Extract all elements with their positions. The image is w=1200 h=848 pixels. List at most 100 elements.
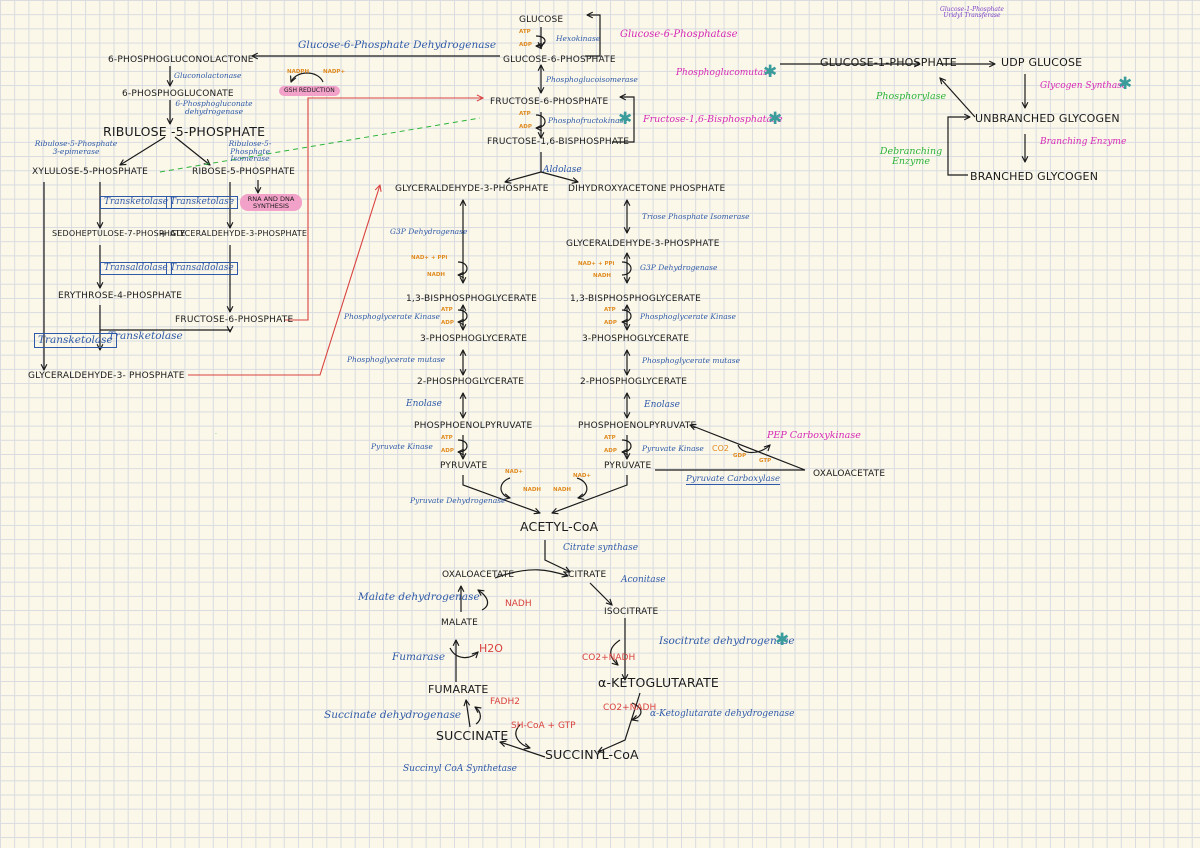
f6p-ppp-node: FRUCTOSE-6-PHOSPHATE [175,315,294,325]
pgk-right-label: Phosphoglycerate Kinase [640,312,736,321]
atp-label: ATP [519,29,531,35]
g6pdh-label: Glucose-6-Phosphate Dehydrogenase [298,39,497,51]
isocitrate-node: ISOCITRATE [604,607,659,617]
nadh-pdh-right-label: NADH [553,487,572,493]
atp5-label: ATP [441,435,453,441]
pgi-label: Phosphoglucoisomerase [546,75,638,84]
oaa-tca-node: OXALOACETATE [442,570,515,580]
pfk-star-icon: ✱ [618,109,633,129]
branching-enzyme-label: Branching Enzyme [1040,137,1127,147]
isomerase-label: Ribulose-5-Phosphate Isomerase [228,139,272,163]
adp2-label: ADP [519,124,532,130]
glucose-node: GLUCOSE [519,15,564,25]
gap-ppp-end-node: GLYCERALDEHYDE-3- PHOSPHATE [28,371,185,381]
debranching-label: Debranching Enzyme [879,146,943,167]
gap-right-node: GLYCERALDEHYDE-3-PHOSPHATE [566,239,720,249]
nadh-mdh-label: NADH [505,599,532,609]
pg3-right-node: 3-PHOSPHOGLYCERATE [582,334,690,344]
g6p-node: GLUCOSE-6-PHOSPHATE [503,55,616,65]
pgl-node: 6-PHOSPHOGLUCONOLACTONE [108,55,254,65]
succinyl-coa-node: SUCCINYL-CoA [545,747,639,762]
aconitase-label: Aconitase [621,575,666,585]
adp3-label: ADP [441,320,454,326]
pgm-star-icon: ✱ [763,62,778,82]
e4p-node: ERYTHROSE-4-PHOSPHATE [58,291,183,301]
sdh-label: Succinate dehydrogenase [324,709,462,721]
pgdh-label: 6-Phosphogluconate dehydrogenase [175,99,253,116]
gap-node: GLYCERALDEHYDE-3-PHOSPHATE [395,184,549,194]
akg-node: α-KETOGLUTARATE [598,675,720,690]
atp4-label: ATP [604,307,616,313]
g3pdh-right-label: G3P Dehydrogenase [640,263,718,272]
epimerase-label: Ribulose-5-Phosphate 3-epimerase [34,139,118,156]
scs-label: Succinyl CoA Synthetase [403,764,517,774]
adp-label: ADP [519,42,532,48]
nadph-label: NADPH [287,69,310,75]
r5p-node: RIBOSE-5-PHOSPHATE [192,167,296,177]
arrow-scs [500,742,546,758]
pepck-label: PEP Carboxykinase [767,430,861,441]
pgk-left-label: Phosphoglycerate Kinase [344,312,440,321]
plus-sign: + [159,229,168,240]
citrate-synthase-label: Citrate synthase [563,543,639,553]
acetyl-coa-node: ACETYL-CoA [520,519,599,534]
arrow-pdh-left [462,475,540,513]
atp2-label: ATP [519,111,531,117]
g1p-node: GLUCOSE-1-PHOSPHATE [820,56,957,69]
arrow-g6pase [585,15,601,57]
arrow-sdh [466,700,471,728]
ru5p-node: RIBULOSE -5-PHOSPHATE [103,124,266,139]
gtp-label: GTP [759,458,772,464]
arrow-ppp-gap [188,185,380,376]
fbpase-label: Fructose-1,6-Bisphosphatase [643,114,783,125]
transketolase-3-label: Transketolase [34,333,117,348]
enolase-right-label: Enolase [644,400,680,410]
succinate-node: SUCCINATE [436,728,509,743]
stray-mark: · [215,431,217,438]
gsyn-star-icon: ✱ [1118,74,1133,94]
nad-ppi-left-label: NAD+ + PPi [411,255,448,261]
hexokinase-label: Hexokinase [556,34,601,43]
bpg-right-node: 1,3-BISPHOSPHOGLYCERATE [570,294,701,304]
adp5-label: ADP [441,448,454,454]
ut-label: Glucose-1-Phosphate Uridyl Transferase [940,6,1004,19]
transketolase-4-label: Transketolase [108,330,183,342]
idh-label: Isocitrate dehydrogenase [659,635,795,647]
co2-nadh-1-label: CO2+NADH [582,653,636,663]
arrow-akgdh [598,692,641,752]
pep-right-node: PHOSPHOENOLPYRUVATE [578,421,697,431]
nadp-label: NADP+ [323,69,346,75]
transketolase-1-label: Transketolase [100,196,173,209]
idh-star-icon: ✱ [775,630,790,650]
pgm-label: Phosphoglucomutase [676,68,774,78]
gap-ppp-node: GLYCERALDEHYDE-3-PHOSPHATE [170,229,308,238]
co2-label: CO2 [712,444,729,453]
arrow-aconitase [589,582,612,605]
arrow-pepck [655,425,806,471]
co2-nadh-2-label: CO2+NADH [603,703,657,713]
fadh2-label: FADH2 [490,697,520,707]
pgmut-left-label: Phosphoglycerate mutase [347,355,446,364]
malate-node: MALATE [441,618,478,628]
pyruvate-right-node: PYRUVATE [604,461,652,471]
pgluconate-node: 6-PHOSPHOGLUCONATE [122,89,234,99]
pk-left-label: Pyruvate Kinase [371,442,433,451]
pk-right-label: Pyruvate Kinase [642,444,704,453]
gluconolactonase-label: Gluconolactonase [174,71,242,80]
akgdh-label: α-Ketoglutarate dehydrogenase [650,709,795,719]
adp4-label: ADP [604,320,617,326]
arrow-aldolase-right [540,171,578,182]
nad-right-label: NAD+ [573,473,592,479]
pg2-right-node: 2-PHOSPHOGLYCERATE [580,377,688,387]
citrate-node: CITRATE [568,570,607,580]
transaldolase-1-label: Transaldolase [100,262,172,275]
atp6-label: ATP [604,435,616,441]
dashed-link [159,117,481,173]
nadh-right-label: NADH [593,273,612,279]
h2o-label: H2O [479,642,503,655]
glycogen-synthase-label: Glycogen Synthase [1040,81,1128,91]
nadh-pdh-left-label: NADH [523,487,542,493]
g3pdh-left-label: G3P Dehydrogenase [390,227,468,236]
